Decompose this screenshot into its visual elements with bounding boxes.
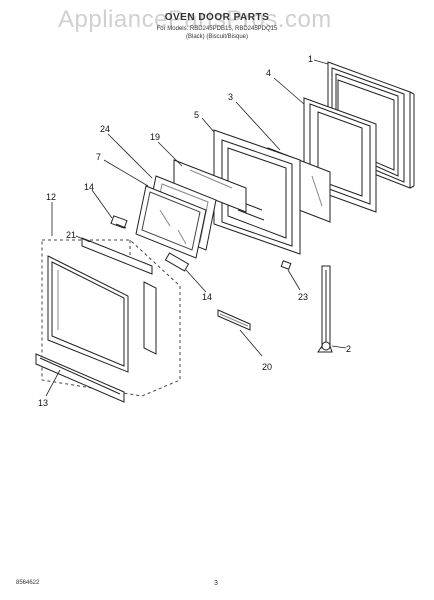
footer-code: 8564622 xyxy=(16,580,40,586)
color-line: (Black) (Biscuit/Bisque) xyxy=(185,34,248,40)
callout-19: 19 xyxy=(150,132,160,142)
part-2-hinge xyxy=(317,265,333,353)
part-12-door-panel xyxy=(47,255,129,373)
callout-1: 1 xyxy=(308,54,313,64)
page-number: 3 xyxy=(214,580,218,587)
watermark: AppliancePartsPros.com xyxy=(58,6,332,33)
callout-7: 7 xyxy=(96,152,101,162)
callout-3: 3 xyxy=(228,92,233,102)
part-20-bracket xyxy=(217,309,251,331)
callout-12: 12 xyxy=(46,192,56,202)
diagram-title: OVEN DOOR PARTS xyxy=(164,12,270,23)
callout-5: 5 xyxy=(194,110,199,120)
callout-24: 24 xyxy=(100,124,110,134)
callout-13: 13 xyxy=(38,398,48,408)
callout-labels: 1 4 3 5 24 19 7 14 12 21 14 23 2 20 13 xyxy=(38,54,351,408)
callout-21: 21 xyxy=(66,230,76,240)
leader-lines xyxy=(45,59,347,397)
callout-14-upper: 14 xyxy=(84,182,94,192)
part-12-side-strip xyxy=(143,281,157,355)
callout-2: 2 xyxy=(346,344,351,354)
part-12-assembly-outline xyxy=(41,239,181,397)
part-14-upper xyxy=(110,215,128,229)
part-19-insulation xyxy=(173,159,247,213)
part-13-handle xyxy=(35,353,125,403)
part-21-top-trim xyxy=(81,237,153,275)
models-line: For Models: RBD245PDB15, RBD245PDQ15 xyxy=(156,26,278,32)
part-7-glass xyxy=(135,185,207,259)
callout-4: 4 xyxy=(266,68,271,78)
part-23-clip xyxy=(280,260,292,270)
part-14-lower xyxy=(164,252,190,272)
callout-20: 20 xyxy=(262,362,272,372)
callout-23: 23 xyxy=(298,292,308,302)
callout-14-lower: 14 xyxy=(202,292,212,302)
